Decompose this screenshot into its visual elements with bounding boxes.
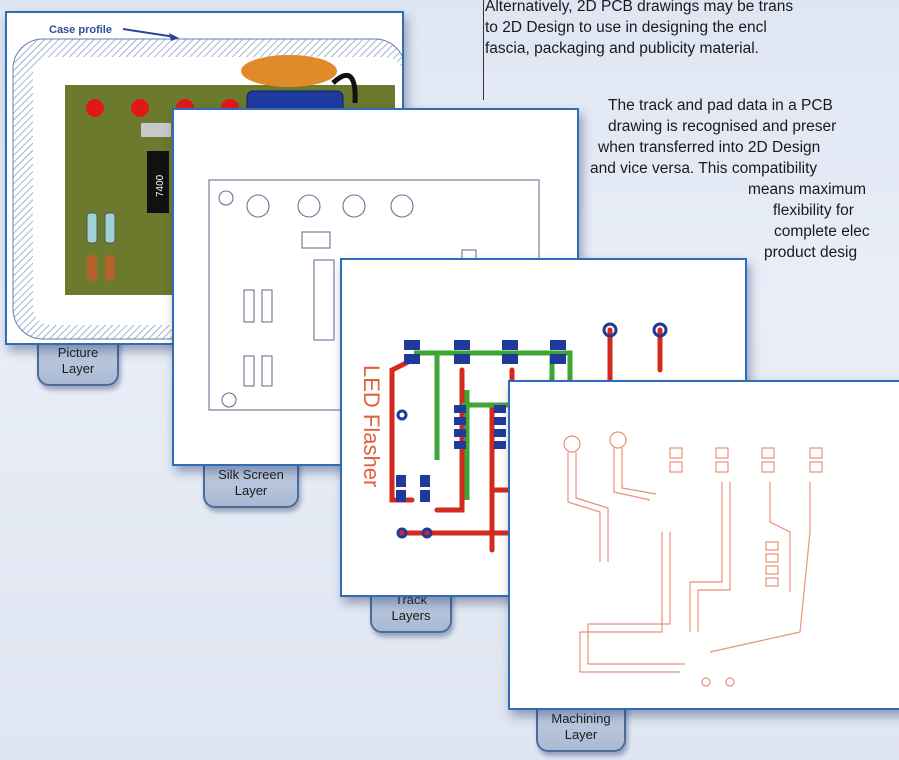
picture-layer-tab[interactable]: Picture Layer (37, 338, 119, 386)
para2-line: flexibility for (773, 202, 854, 219)
para2-line: drawing is recognised and preser (608, 118, 837, 135)
case-profile-label: Case profile (49, 24, 112, 36)
para2-line: The track and pad data in a PCB (608, 97, 833, 114)
machining-layer-tab[interactable]: Machining Layer (536, 704, 626, 752)
column-divider (483, 0, 484, 100)
machining-artwork (563, 431, 823, 687)
paragraph-transfer: Alternatively, 2D PCB drawings may be tr… (485, 0, 899, 59)
ic-chip-label: 7400 (155, 174, 166, 197)
silk-screen-layer-tab[interactable]: Silk Screen Layer (203, 460, 299, 508)
board-title-text: LED Flasher (359, 365, 384, 487)
para2-line: means maximum (748, 181, 866, 198)
para2-line: when transferred into 2D Design (598, 139, 821, 156)
para2-line: product desig (764, 244, 858, 261)
para1-line: to 2D Design to use in designing the enc… (485, 19, 767, 36)
para1-line: Alternatively, 2D PCB drawings may be tr… (485, 0, 794, 15)
para2-line: complete elec (774, 223, 870, 240)
machining-layer-panel[interactable] (508, 380, 899, 710)
para2-line: and vice versa. This compatibility (590, 160, 818, 177)
para1-line: fascia, packaging and publicity material… (485, 40, 759, 57)
